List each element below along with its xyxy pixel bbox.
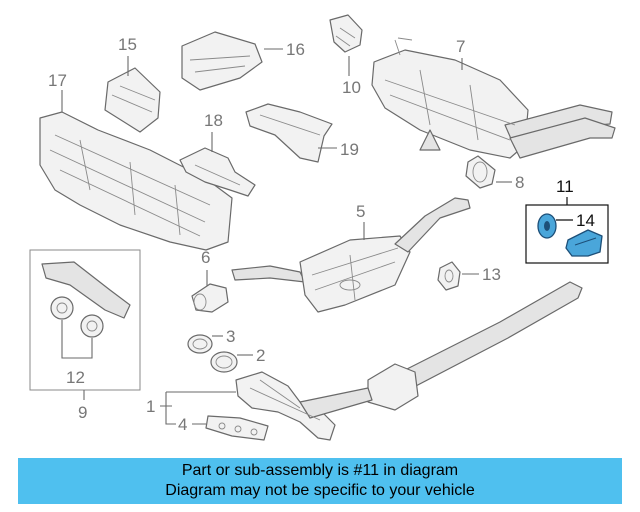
heat-shield-17 bbox=[39, 111, 233, 251]
callout-5: 5 bbox=[356, 202, 365, 221]
clamp-6 bbox=[191, 283, 229, 313]
heat-shield-15 bbox=[104, 67, 161, 133]
banner-line-2: Diagram may not be specific to your vehi… bbox=[165, 482, 475, 499]
hanger-bracket-10 bbox=[329, 14, 363, 53]
callout-16: 16 bbox=[286, 40, 305, 59]
part-info-banner: Part or sub-assembly is #11 in diagram D… bbox=[18, 458, 622, 504]
center-muffler-5 bbox=[231, 197, 471, 313]
callout-2: 2 bbox=[256, 346, 265, 365]
mount-assembly-9 bbox=[29, 249, 141, 391]
bracket-18 bbox=[179, 147, 256, 197]
callout-18: 18 bbox=[204, 111, 223, 130]
gasket-ring-3 bbox=[187, 334, 213, 354]
front-pipe-catalytic-converter-1 bbox=[235, 281, 583, 441]
callout-6: 6 bbox=[201, 248, 210, 267]
callout-11: 11 bbox=[556, 177, 574, 196]
rear-muffler-7 bbox=[371, 37, 616, 159]
exhaust-parts-diagram: 17 15 16 10 7 8 18 bbox=[29, 14, 616, 441]
callout-13: 13 bbox=[482, 265, 501, 284]
gasket-4 bbox=[205, 415, 269, 441]
callout-8: 8 bbox=[515, 173, 524, 192]
hanger-13 bbox=[437, 261, 461, 291]
clamp-8 bbox=[465, 155, 496, 189]
callout-3: 3 bbox=[226, 327, 235, 346]
banner-line-1: Part or sub-assembly is #11 in diagram bbox=[181, 462, 459, 479]
callout-17: 17 bbox=[48, 71, 67, 90]
mount-bracket-11 bbox=[565, 229, 603, 257]
callout-19: 19 bbox=[340, 140, 359, 159]
heat-shield-16 bbox=[181, 31, 263, 91]
gasket-ring-2 bbox=[210, 351, 238, 373]
highlighted-assembly-11 bbox=[525, 204, 609, 264]
callout-7: 7 bbox=[456, 37, 465, 56]
callout-14: 14 bbox=[576, 211, 595, 230]
callout-1: 1 bbox=[146, 397, 155, 416]
callout-9: 9 bbox=[78, 403, 87, 422]
heat-shield-19 bbox=[245, 103, 333, 163]
callout-15: 15 bbox=[118, 35, 137, 54]
callout-12: 12 bbox=[66, 368, 85, 387]
callout-10: 10 bbox=[342, 78, 361, 97]
callout-4: 4 bbox=[178, 415, 187, 434]
